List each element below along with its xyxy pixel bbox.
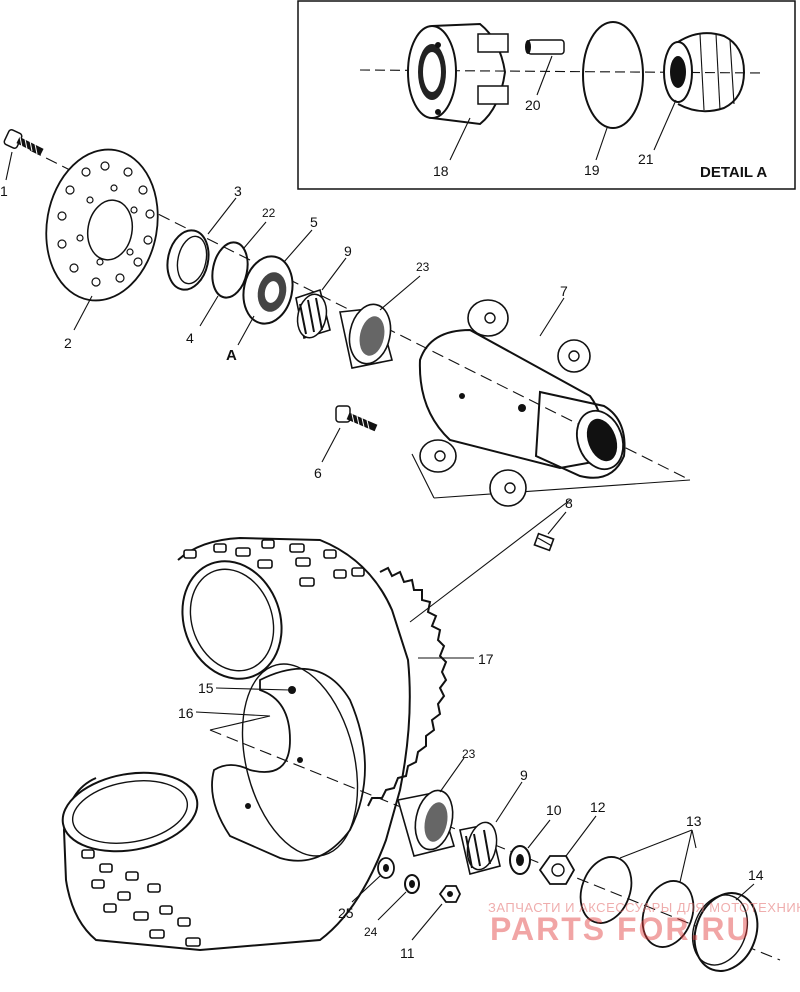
part-19-o-ring <box>582 21 644 129</box>
callout-20: 20 <box>525 97 541 113</box>
callout-19: 19 <box>584 162 600 178</box>
part-10-washer <box>509 845 531 875</box>
callout-8: 8 <box>565 495 573 511</box>
callout-23-lower: 23 <box>462 747 476 761</box>
part-6-bolt <box>335 405 378 432</box>
part-22-snap-ring <box>211 241 249 299</box>
part-11-nut <box>438 885 462 903</box>
part-8-fitting <box>533 532 555 552</box>
rim <box>211 663 366 862</box>
callout-15: 15 <box>198 680 214 696</box>
part-21-knob <box>663 32 746 113</box>
callout-14: 14 <box>748 867 764 883</box>
callout-23-upper: 23 <box>416 260 430 274</box>
callout-11: 11 <box>400 945 415 961</box>
callout-3: 3 <box>234 183 242 199</box>
callout-21: 21 <box>638 151 654 167</box>
part-9-bearing-lower <box>459 821 501 875</box>
part-14-cap <box>691 892 759 972</box>
part-24-lock-washer <box>404 874 420 894</box>
callout-9-lower: 9 <box>520 767 528 783</box>
detail-a-box: DETAIL A <box>297 0 796 190</box>
callout-4: 4 <box>186 330 194 346</box>
callout-22: 22 <box>262 206 276 220</box>
callout-5: 5 <box>310 214 318 230</box>
callout-25: 25 <box>338 905 354 921</box>
part-20-pin <box>525 39 565 55</box>
part-13-o-rings <box>579 856 695 948</box>
part-23-race-upper <box>339 303 393 369</box>
part-9-bearing-upper <box>295 288 331 340</box>
callout-9-upper: 9 <box>344 243 352 259</box>
callout-1: 1 <box>0 183 8 199</box>
callout-A: A <box>226 347 237 364</box>
watermark-subtitle: ЗАПЧАСТИ И АКСЕССУАРЫ ДЛЯ МОТОТЕХНИКИ <box>488 900 800 915</box>
part-3-seal <box>166 229 210 291</box>
callout-7: 7 <box>560 283 568 299</box>
callout-18: 18 <box>433 163 449 179</box>
part-7-hub-housing <box>418 299 626 507</box>
callout-13: 13 <box>686 813 702 829</box>
callout-17: 17 <box>478 651 494 667</box>
part-23-race-lower <box>396 789 456 857</box>
callout-12: 12 <box>590 799 606 815</box>
part-2-brake-disc <box>45 148 159 302</box>
callout-16: 16 <box>178 705 194 721</box>
callout-24: 24 <box>364 925 378 939</box>
part-17-tire <box>61 536 448 952</box>
part-5-hub-lock <box>242 255 294 325</box>
part-1-bolt <box>3 129 44 156</box>
callout-2: 2 <box>64 335 72 351</box>
part-12-nut <box>538 855 576 885</box>
callout-10: 10 <box>546 802 562 818</box>
watermark-logo: PARTS FOR.RU <box>490 911 752 947</box>
detail-a-title: DETAIL A <box>700 164 767 181</box>
part-18-hub-lock <box>407 22 509 126</box>
callout-6: 6 <box>314 465 322 481</box>
part-25-washer <box>377 857 395 879</box>
